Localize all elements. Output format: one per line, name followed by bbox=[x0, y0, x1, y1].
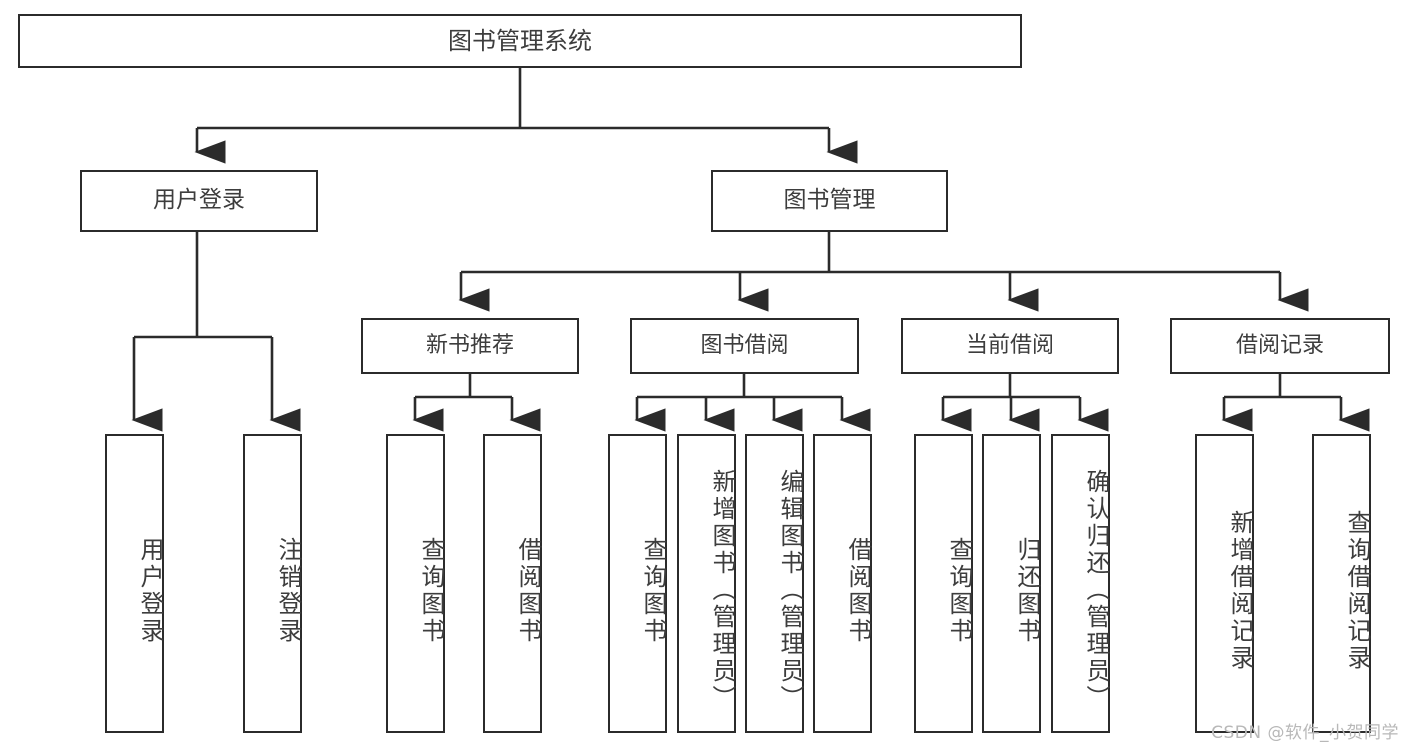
leaf-add-book-label: 新增图书（管理员） bbox=[708, 469, 736, 712]
leaf-borrow-book-1[interactable]: 借阅图书 bbox=[483, 434, 542, 733]
leaf-query-book-3[interactable]: 查询图书 bbox=[914, 434, 973, 733]
leaf-edit-book-label: 编辑图书（管理员） bbox=[776, 469, 804, 712]
leaf-add-record-label: 新增借阅记录 bbox=[1226, 509, 1254, 672]
leaf-query-book-2[interactable]: 查询图书 bbox=[608, 434, 667, 733]
node-current-borrow[interactable]: 当前借阅 bbox=[901, 318, 1119, 374]
node-book-manage-label: 图书管理 bbox=[783, 187, 876, 214]
leaf-logout-label: 注销登录 bbox=[274, 536, 302, 645]
node-book-borrow-label: 图书借阅 bbox=[700, 333, 789, 359]
leaf-borrow-book-2[interactable]: 借阅图书 bbox=[813, 434, 872, 733]
leaf-add-book[interactable]: 新增图书（管理员） bbox=[677, 434, 736, 733]
node-borrow-record[interactable]: 借阅记录 bbox=[1170, 318, 1390, 374]
node-book-manage[interactable]: 图书管理 bbox=[711, 170, 948, 232]
node-new-book-rec[interactable]: 新书推荐 bbox=[361, 318, 579, 374]
node-user-login[interactable]: 用户登录 bbox=[80, 170, 318, 232]
node-user-login-label: 用户登录 bbox=[153, 187, 245, 214]
leaf-query-book-1[interactable]: 查询图书 bbox=[386, 434, 445, 733]
leaf-add-record[interactable]: 新增借阅记录 bbox=[1195, 434, 1254, 733]
leaf-query-record[interactable]: 查询借阅记录 bbox=[1312, 434, 1371, 733]
leaf-user-login-label: 用户登录 bbox=[136, 536, 164, 645]
leaf-borrow-book-2-label: 借阅图书 bbox=[844, 536, 872, 645]
leaf-confirm-return-label: 确认归还（管理员） bbox=[1082, 469, 1110, 712]
leaf-query-book-3-label: 查询图书 bbox=[945, 536, 973, 645]
node-borrow-record-label: 借阅记录 bbox=[1235, 333, 1324, 359]
leaf-borrow-book-1-label: 借阅图书 bbox=[514, 536, 542, 645]
leaf-query-book-1-label: 查询图书 bbox=[417, 536, 445, 645]
leaf-edit-book[interactable]: 编辑图书（管理员） bbox=[745, 434, 804, 733]
leaf-return-book[interactable]: 归还图书 bbox=[982, 434, 1041, 733]
node-current-borrow-label: 当前借阅 bbox=[965, 333, 1054, 359]
leaf-confirm-return[interactable]: 确认归还（管理员） bbox=[1051, 434, 1110, 733]
leaf-return-book-label: 归还图书 bbox=[1013, 536, 1041, 645]
node-root[interactable]: 图书管理系统 bbox=[18, 14, 1022, 68]
node-book-borrow[interactable]: 图书借阅 bbox=[630, 318, 859, 374]
leaf-logout[interactable]: 注销登录 bbox=[243, 434, 302, 733]
watermark: CSDN @软件_小贺同学 bbox=[1211, 723, 1399, 743]
leaf-query-book-2-label: 查询图书 bbox=[639, 536, 667, 645]
node-root-label: 图书管理系统 bbox=[448, 26, 592, 55]
leaf-user-login[interactable]: 用户登录 bbox=[105, 434, 164, 733]
node-new-book-rec-label: 新书推荐 bbox=[425, 333, 514, 359]
leaf-query-record-label: 查询借阅记录 bbox=[1343, 509, 1371, 672]
